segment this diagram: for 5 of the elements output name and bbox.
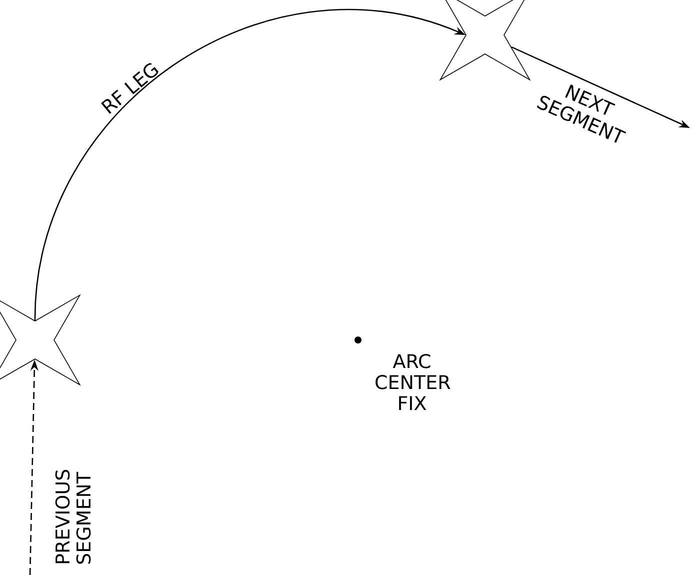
edge-label: RF LEG [101, 62, 158, 114]
waypoint-star [0, 294, 81, 386]
waypoint-star [439, 0, 531, 81]
edge-label: PREVIOUS SEGMENT [55, 470, 91, 564]
fix-label: ARC CENTER FIX [376, 354, 450, 410]
